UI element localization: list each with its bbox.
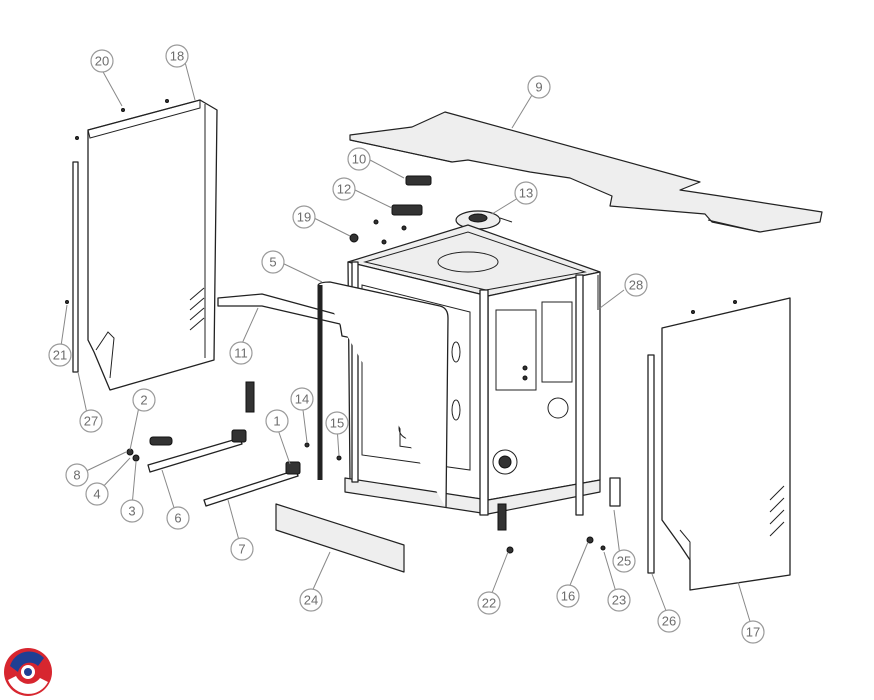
svg-text:25: 25 — [617, 554, 631, 569]
svg-text:18: 18 — [170, 49, 184, 64]
callout: 2 — [132, 388, 156, 412]
callout: 23 — [607, 588, 631, 612]
svg-text:7: 7 — [238, 542, 245, 557]
left-side-panel — [75, 99, 218, 391]
toe-kick-panel — [275, 503, 405, 573]
hinge-bracket — [609, 477, 621, 507]
callout: 10 — [347, 147, 371, 171]
svg-text:5: 5 — [269, 255, 276, 270]
right-trim-strip — [647, 354, 655, 574]
small-hardware-left — [126, 381, 342, 462]
svg-text:16: 16 — [561, 589, 575, 604]
svg-text:23: 23 — [612, 593, 626, 608]
brand-logo-icon — [4, 648, 52, 696]
svg-text:14: 14 — [295, 392, 309, 407]
callout: 13 — [514, 181, 538, 205]
callout: 27 — [79, 409, 103, 433]
svg-text:2: 2 — [140, 393, 147, 408]
callout: 16 — [556, 584, 580, 608]
callout: 28 — [624, 273, 648, 297]
rails — [147, 429, 301, 507]
svg-text:26: 26 — [662, 614, 676, 629]
callout: 8 — [65, 463, 89, 487]
callout: 24 — [299, 588, 323, 612]
svg-text:19: 19 — [297, 210, 311, 225]
svg-text:22: 22 — [482, 596, 496, 611]
callout: 5 — [261, 250, 285, 274]
callout: 22 — [477, 591, 501, 615]
left-trim-strip — [72, 161, 79, 373]
callout: 12 — [332, 177, 356, 201]
svg-text:27: 27 — [84, 414, 98, 429]
part-10-clip — [405, 175, 432, 186]
svg-text:15: 15 — [330, 416, 344, 431]
callout: 7 — [230, 537, 254, 561]
svg-text:17: 17 — [746, 625, 760, 640]
callout: 26 — [657, 609, 681, 633]
callout: 19 — [292, 205, 316, 229]
callout: 6 — [166, 506, 190, 530]
svg-text:12: 12 — [337, 182, 351, 197]
part-19-nut — [349, 233, 359, 243]
callout: 1 — [265, 409, 289, 433]
svg-text:21: 21 — [53, 348, 67, 363]
callout: 18 — [165, 44, 189, 68]
callout: 21 — [48, 343, 72, 367]
top-small-components — [349, 175, 513, 245]
leader-lines — [59, 61, 753, 629]
right-side-panel — [661, 297, 791, 591]
callout: 4 — [85, 482, 109, 506]
part-12-bracket — [391, 204, 423, 216]
callout: 3 — [120, 499, 144, 523]
callout: 14 — [290, 387, 314, 411]
callout: 25 — [612, 549, 636, 573]
callout: 15 — [325, 411, 349, 435]
svg-text:8: 8 — [73, 468, 80, 483]
callout: 20 — [90, 49, 114, 73]
svg-text:13: 13 — [519, 186, 533, 201]
svg-text:10: 10 — [352, 152, 366, 167]
top-frame-bracket — [217, 293, 353, 339]
svg-text:1: 1 — [273, 414, 280, 429]
svg-text:9: 9 — [535, 80, 542, 95]
svg-text:28: 28 — [629, 278, 643, 293]
svg-text:4: 4 — [93, 487, 100, 502]
svg-text:20: 20 — [95, 54, 109, 69]
callout: 9 — [527, 75, 551, 99]
svg-text:6: 6 — [174, 511, 181, 526]
top-insulation-pad — [349, 111, 823, 233]
callout: 11 — [229, 341, 253, 365]
svg-text:24: 24 — [304, 593, 318, 608]
tub-assembly — [317, 224, 601, 516]
small-hardware-bottom — [497, 503, 606, 554]
svg-text:3: 3 — [128, 504, 135, 519]
callout: 17 — [741, 620, 765, 644]
svg-text:11: 11 — [234, 346, 248, 361]
